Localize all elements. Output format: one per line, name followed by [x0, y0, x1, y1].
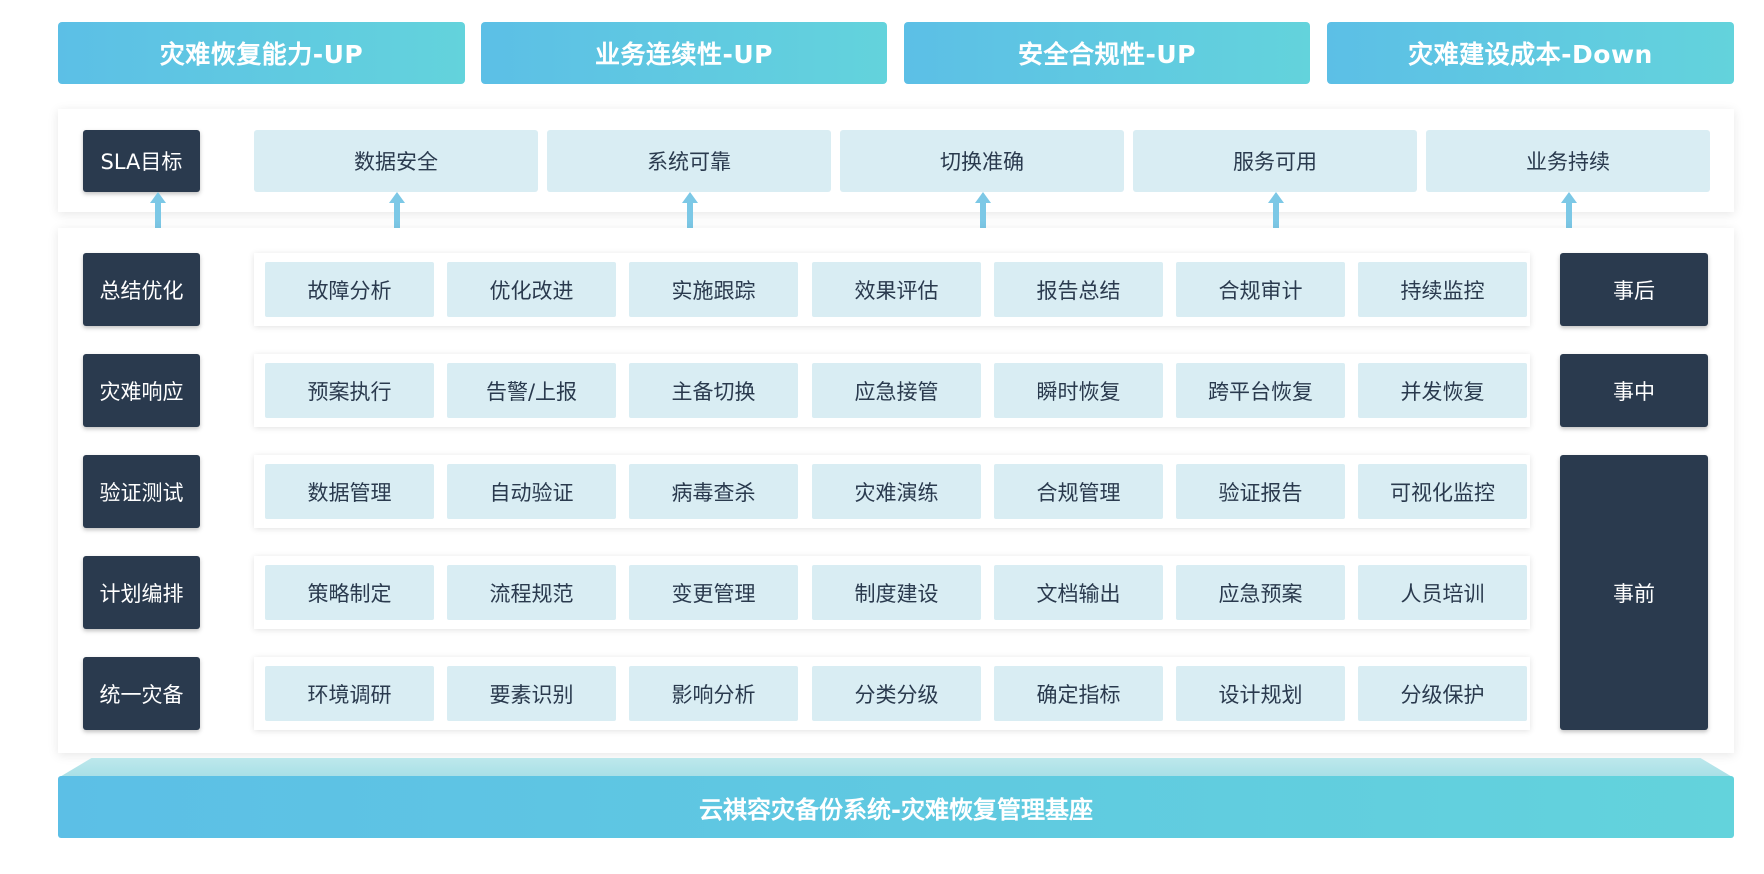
process-cell: 应急预案: [1176, 565, 1345, 620]
process-cell: 合规管理: [994, 464, 1163, 519]
process-cell: 跨平台恢复: [1176, 363, 1345, 418]
process-cell: 主备切换: [629, 363, 798, 418]
goal-banner: 灾难恢复能力-UP: [58, 22, 465, 84]
process-cell: 验证报告: [1176, 464, 1345, 519]
base-platform: 云祺容灾备份系统-灾难恢复管理基座: [58, 776, 1734, 838]
goal-banner: 安全合规性-UP: [904, 22, 1310, 84]
process-cell: 人员培训: [1358, 565, 1527, 620]
process-cell: 自动验证: [447, 464, 616, 519]
row-label: 计划编排: [83, 556, 200, 629]
process-cell: 影响分析: [629, 666, 798, 721]
sla-item: 数据安全: [254, 130, 538, 192]
row-strip: 数据管理 自动验证 病毒查杀 灾难演练 合规管理 验证报告 可视化监控: [254, 455, 1530, 528]
sla-item: 系统可靠: [547, 130, 831, 192]
row-label: 总结优化: [83, 253, 200, 326]
process-cell: 文档输出: [994, 565, 1163, 620]
process-cell: 预案执行: [265, 363, 434, 418]
process-cell: 确定指标: [994, 666, 1163, 721]
process-cell: 持续监控: [1358, 262, 1527, 317]
row-strip: 环境调研 要素识别 影响分析 分类分级 确定指标 设计规划 分级保护: [254, 657, 1530, 730]
process-cell: 效果评估: [812, 262, 981, 317]
up-arrow-icon: [150, 192, 166, 228]
row-label: 灾难响应: [83, 354, 200, 427]
process-cell: 告警/上报: [447, 363, 616, 418]
row-strip: 预案执行 告警/上报 主备切换 应急接管 瞬时恢复 跨平台恢复 并发恢复: [254, 354, 1530, 427]
goal-banner: 灾难建设成本-Down: [1327, 22, 1734, 84]
process-cell: 变更管理: [629, 565, 798, 620]
process-cell: 制度建设: [812, 565, 981, 620]
process-cell: 病毒查杀: [629, 464, 798, 519]
row-strip: 故障分析 优化改进 实施跟踪 效果评估 报告总结 合规审计 持续监控: [254, 253, 1530, 326]
process-cell: 故障分析: [265, 262, 434, 317]
process-cell: 流程规范: [447, 565, 616, 620]
process-cell: 分类分级: [812, 666, 981, 721]
up-arrow-icon: [975, 192, 991, 228]
goals-row: 灾难恢复能力-UP 业务连续性-UP 安全合规性-UP 灾难建设成本-Down: [58, 22, 1734, 84]
up-arrow-icon: [1561, 192, 1577, 228]
process-panel: 总结优化 故障分析 优化改进 实施跟踪 效果评估 报告总结 合规审计 持续监控 …: [58, 228, 1734, 753]
process-cell: 设计规划: [1176, 666, 1345, 721]
process-cell: 策略制定: [265, 565, 434, 620]
process-cell: 数据管理: [265, 464, 434, 519]
process-cell: 环境调研: [265, 666, 434, 721]
sla-label: SLA目标: [83, 130, 200, 192]
process-cell: 并发恢复: [1358, 363, 1527, 418]
process-cell: 可视化监控: [1358, 464, 1527, 519]
row-strip: 策略制定 流程规范 变更管理 制度建设 文档输出 应急预案 人员培训: [254, 556, 1530, 629]
up-arrow-icon: [389, 192, 405, 228]
process-cell: 实施跟踪: [629, 262, 798, 317]
base-skirt: [58, 758, 1734, 778]
sla-item: 服务可用: [1133, 130, 1417, 192]
process-cell: 合规审计: [1176, 262, 1345, 317]
process-cell: 优化改进: [447, 262, 616, 317]
up-arrow-icon: [682, 192, 698, 228]
row-label: 验证测试: [83, 455, 200, 528]
goal-banner: 业务连续性-UP: [481, 22, 887, 84]
process-cell: 要素识别: [447, 666, 616, 721]
process-cell: 分级保护: [1358, 666, 1527, 721]
phase-before: 事前: [1560, 455, 1708, 730]
process-cell: 灾难演练: [812, 464, 981, 519]
up-arrow-icon: [1268, 192, 1284, 228]
process-cell: 应急接管: [812, 363, 981, 418]
process-cell: 瞬时恢复: [994, 363, 1163, 418]
sla-panel: SLA目标 数据安全 系统可靠 切换准确 服务可用 业务持续: [58, 109, 1734, 212]
phase-after: 事后: [1560, 253, 1708, 326]
phase-during: 事中: [1560, 354, 1708, 427]
process-cell: 报告总结: [994, 262, 1163, 317]
sla-item: 切换准确: [840, 130, 1124, 192]
sla-item: 业务持续: [1426, 130, 1710, 192]
row-label: 统一灾备: [83, 657, 200, 730]
